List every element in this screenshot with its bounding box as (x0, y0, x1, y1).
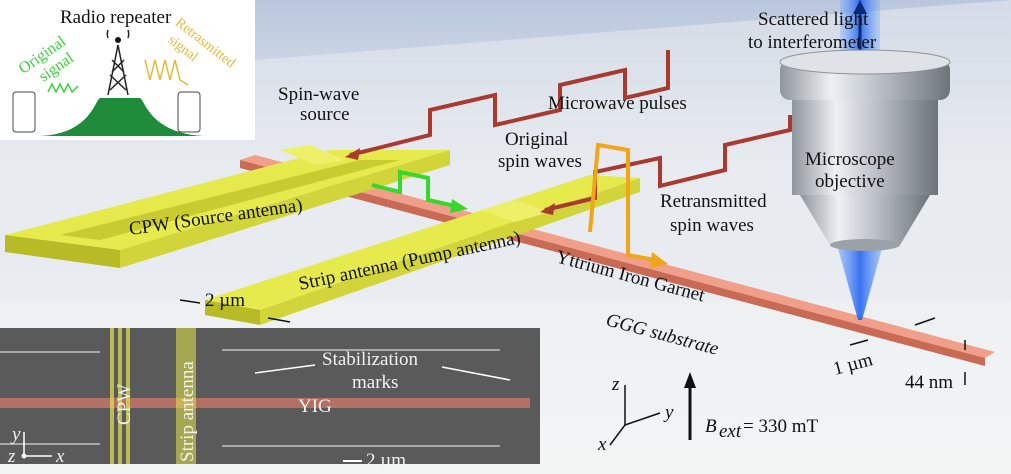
tower-icon (106, 29, 130, 96)
microwave-pulses-label: Microwave pulses (548, 93, 687, 114)
retransmitted-signal-wave-icon (144, 59, 189, 86)
sem-axis-x: x (55, 446, 65, 467)
original-spin-waves-label-2: spin waves (498, 151, 582, 172)
original-spin-waves-label: Original (505, 129, 568, 150)
spin-wave-source-bump (280, 145, 345, 165)
sem-scale-label: 2 µm (366, 450, 406, 471)
axis-z-label: z (611, 374, 620, 395)
yig-waveguide (240, 155, 995, 366)
strip-width-label: 2 µm (205, 290, 245, 311)
microscope-objective-label: Microscope (805, 149, 895, 170)
retransmitted-spin-wave-arrow (588, 142, 656, 262)
radio-repeater-title: Radio repeater (60, 7, 172, 28)
pulse-arrowhead-icon (345, 148, 360, 160)
spin-wave-source-label: Spin-wave (278, 84, 359, 105)
microscope-objective-label-2: objective (815, 171, 885, 192)
bext-subscript: ext (719, 421, 742, 442)
orange-arrowhead-icon (650, 252, 668, 268)
axis-x-label: x (597, 434, 607, 455)
bext-value: = 330 mT (743, 416, 818, 437)
stabilization-marks (0, 349, 500, 447)
hill-icon (40, 98, 205, 136)
sem-axes-icon (23, 432, 52, 457)
bext-arrow-icon (684, 372, 696, 388)
bext-symbol: B (705, 416, 717, 437)
stabilization-marks-label: Stabilization (322, 349, 419, 370)
yig-thickness-label: 44 nm (905, 372, 953, 393)
strip-pump-antenna (205, 175, 640, 325)
retransmitted-spin-waves-label-2: spin waves (670, 215, 754, 236)
dimension-arrows (179, 299, 966, 385)
radio-repeater-inset: Radio repeater Original signal Retrasmit… (0, 0, 255, 140)
sem-cpw-label: CPW (114, 384, 135, 425)
original-spin-wave-arrow (371, 169, 456, 208)
sem-strip-antenna-label: Strip antenna (177, 361, 198, 462)
sem-yig-label: YIG (298, 396, 332, 417)
pulse-arrowhead-icon (540, 203, 555, 215)
up-arrow-icon (853, 0, 867, 14)
sem-axis-z: z (7, 446, 16, 467)
microscope-objective-icon (779, 49, 951, 251)
axis-y-label: y (663, 402, 674, 423)
cpw-source-antenna (5, 145, 450, 268)
scattered-light-label: Scattered light (758, 9, 869, 30)
sem-image-inset (0, 328, 540, 464)
sem-yig-stripe (0, 398, 530, 408)
spin-wave-source-label-2: source (300, 104, 350, 125)
xyz-axes-icon (609, 385, 661, 446)
stabilization-marks-label-2: marks (352, 372, 398, 393)
original-signal-wave-icon (47, 82, 79, 94)
scattered-light-label-2: to interferometer (748, 32, 877, 53)
sem-axis-y: y (10, 424, 21, 445)
green-arrowhead-icon (450, 199, 468, 213)
retransmitted-spin-waves-label: Retransmitted (660, 191, 767, 212)
phone-icon (12, 91, 36, 133)
pointer-arrows (254, 364, 511, 381)
phone-icon (177, 91, 201, 133)
